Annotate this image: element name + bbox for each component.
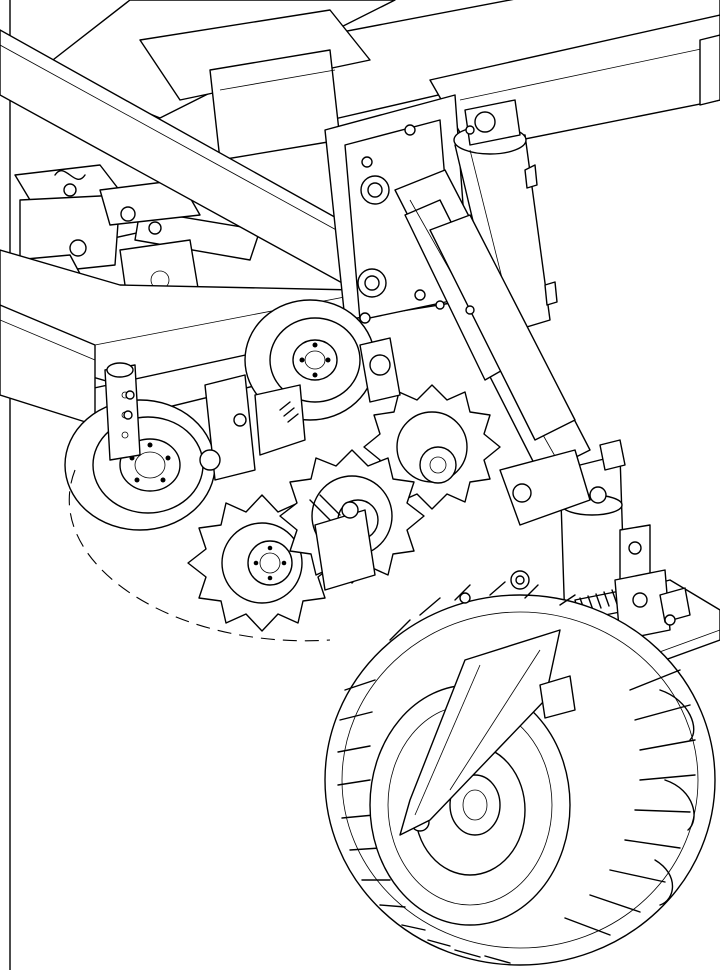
closing-wheel-arms xyxy=(199,337,401,591)
gauge-wheel-left xyxy=(64,362,216,531)
caster-post xyxy=(499,439,651,626)
hydraulic-cylinder xyxy=(453,99,558,336)
caster-fork xyxy=(399,629,576,836)
seed-hopper xyxy=(139,9,371,161)
gauge-wheel-center xyxy=(244,299,376,421)
parallel-arm xyxy=(394,169,591,476)
caster-tire xyxy=(324,581,716,966)
frame-bolts xyxy=(123,125,530,604)
closing-wheel-right xyxy=(363,384,501,510)
swing-arc-dashed xyxy=(68,469,331,642)
